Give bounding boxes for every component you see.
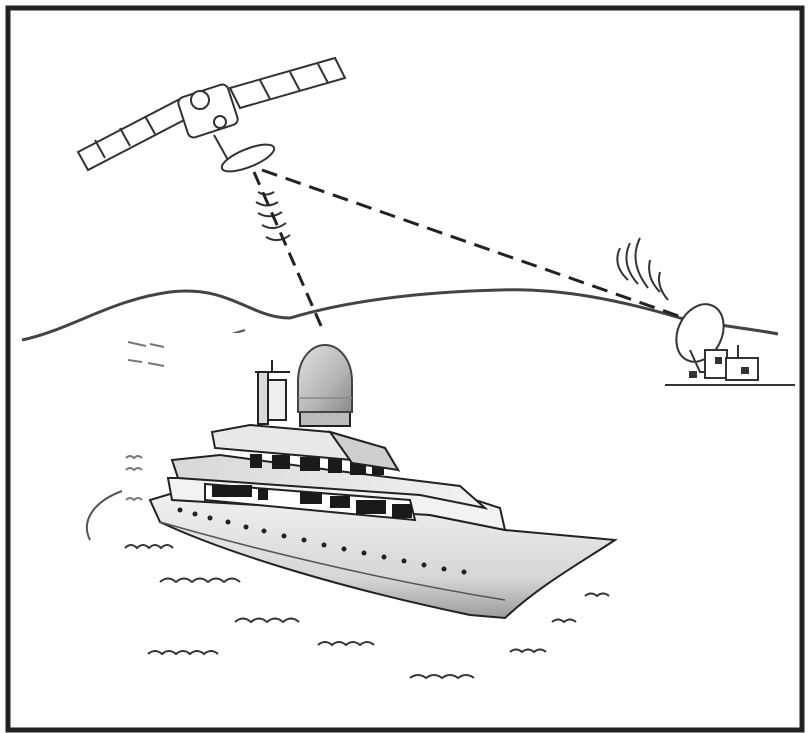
radome-icon [298,345,352,412]
